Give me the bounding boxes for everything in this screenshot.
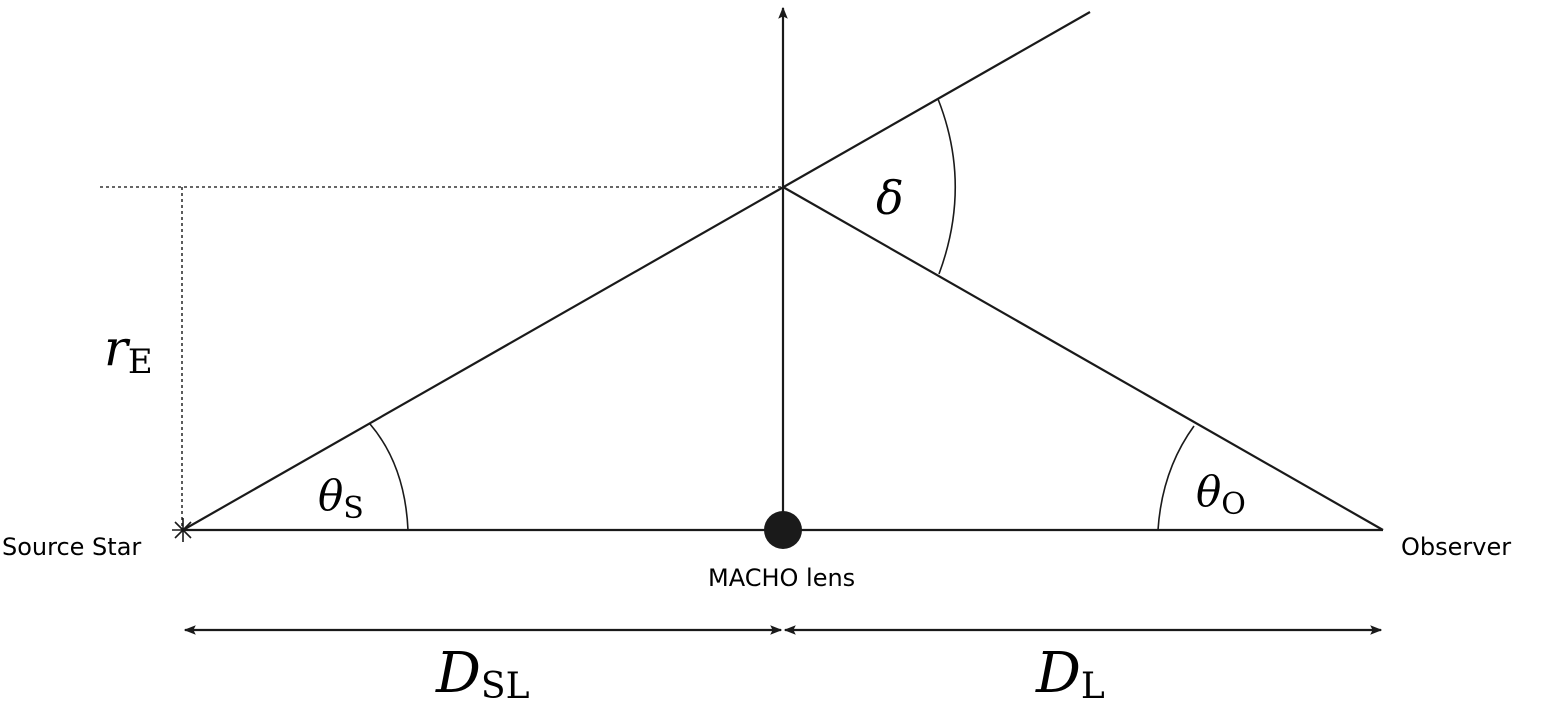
- theta-o-symbol: θO: [1196, 467, 1246, 522]
- delta-symbol: δ: [876, 171, 904, 225]
- macho-lens-icon: [764, 511, 802, 549]
- theta-o-angle-arc: [1157, 425, 1195, 531]
- theta-s-angle-arc: [369, 423, 409, 531]
- dsl-symbol: DSL: [435, 641, 530, 705]
- theta-s-symbol: θS: [318, 471, 364, 526]
- deflected-light-ray: [782, 186, 1384, 531]
- source-star-icon: [172, 518, 196, 542]
- einstein-radius-symbol: rE: [104, 319, 153, 382]
- incoming-light-ray: [182, 11, 1091, 531]
- source-star-label: Source Star: [2, 533, 141, 561]
- macho-lens-label: MACHO lens: [708, 564, 855, 592]
- observer-label: Observer: [1401, 533, 1511, 561]
- delta-angle-arc: [937, 98, 957, 275]
- dl-symbol: DL: [1035, 641, 1105, 705]
